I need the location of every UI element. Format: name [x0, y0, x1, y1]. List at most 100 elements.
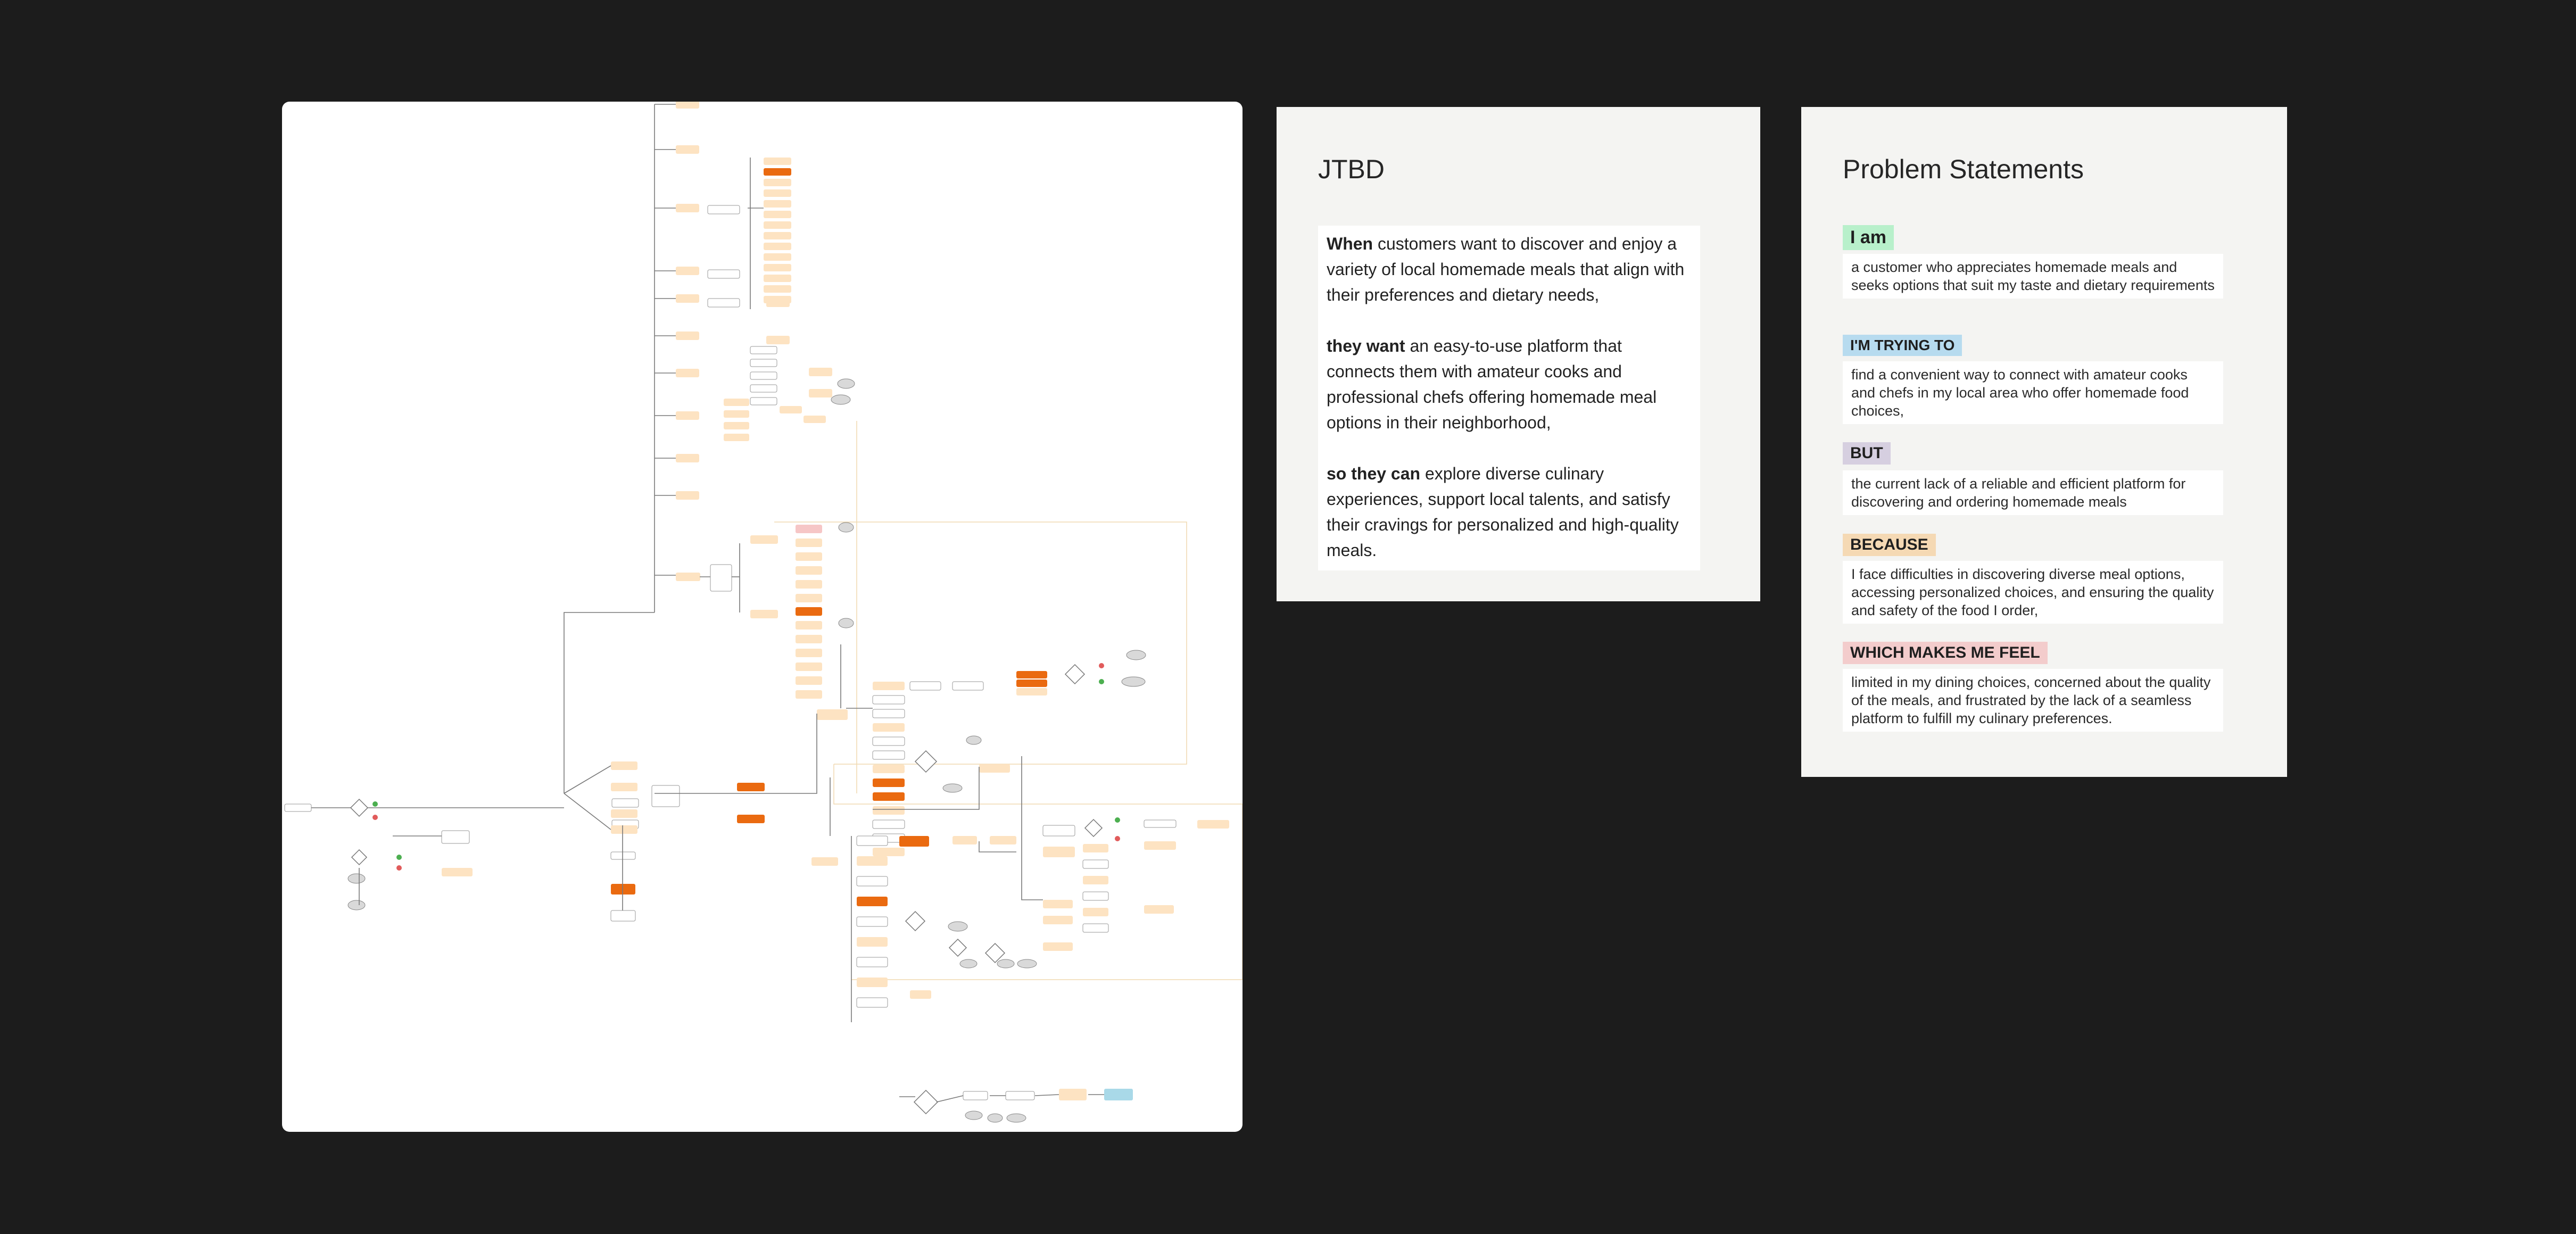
flow-node — [857, 856, 888, 866]
flow-node — [1144, 841, 1176, 850]
flow-decision — [905, 910, 926, 932]
flow-branch-dot — [1099, 679, 1104, 684]
flow-node — [724, 399, 749, 406]
flow-node — [442, 868, 473, 876]
statement-feel: limited in my dining choices, concerned … — [1843, 669, 2223, 732]
jtbd-when-text: customers want to discover and enjoy a v… — [1327, 234, 1685, 304]
flow-node — [856, 997, 888, 1008]
flow-boundary — [774, 521, 1187, 765]
flow-terminal — [965, 1111, 983, 1120]
flow-node — [737, 815, 765, 823]
flow-node — [676, 369, 699, 377]
flow-node — [724, 422, 749, 429]
jtbd-socan: so they can explore diverse culinary exp… — [1327, 461, 1692, 563]
flow-node — [764, 243, 791, 250]
jtbd-want-label: they want — [1327, 336, 1405, 355]
flow-terminal — [987, 1113, 1003, 1123]
flow-node — [804, 416, 826, 423]
flow-node — [796, 607, 822, 616]
flow-node — [1197, 820, 1229, 829]
flow-terminal — [838, 522, 854, 533]
flow-node — [809, 389, 832, 397]
flow-terminal — [1006, 1113, 1026, 1123]
flow-node — [737, 783, 765, 791]
flow-node — [857, 897, 888, 906]
tag-because: BECAUSE — [1843, 534, 1936, 556]
flow-node — [796, 690, 822, 699]
flow-node — [1083, 908, 1108, 916]
flow-node — [796, 552, 822, 561]
flow-branch-dot — [1099, 663, 1104, 668]
flow-node — [1043, 900, 1073, 908]
flow-node — [796, 621, 822, 630]
jtbd-statement-card: When customers want to discover and enjo… — [1318, 226, 1700, 570]
flow-node — [873, 723, 905, 732]
flow-node — [750, 359, 777, 367]
flow-node — [857, 978, 888, 987]
flow-node — [676, 411, 699, 420]
jtbd-when-label: When — [1327, 234, 1373, 253]
flow-node — [764, 158, 791, 165]
jtbd-socan-label: so they can — [1327, 464, 1421, 483]
flow-terminal — [948, 921, 968, 932]
flow-node — [676, 491, 699, 500]
flow-node — [872, 736, 905, 746]
flow-decision — [1064, 664, 1086, 685]
flow-decision — [984, 942, 1006, 964]
flow-connector — [936, 1095, 964, 1103]
flow-node — [873, 806, 905, 815]
flow-node — [856, 835, 888, 846]
flow-node — [676, 294, 699, 303]
flow-node — [796, 525, 822, 533]
flow-node — [1104, 1089, 1133, 1100]
flow-node — [676, 204, 699, 212]
flow-node — [1059, 1089, 1087, 1100]
flow-node — [1144, 905, 1174, 914]
flow-node — [817, 709, 848, 720]
flow-node — [750, 384, 777, 393]
flow-node — [796, 649, 822, 657]
flow-terminal — [942, 783, 963, 793]
flow-terminal — [831, 394, 851, 405]
flow-branch-dot — [396, 855, 402, 860]
flow-branch-dot — [372, 815, 378, 820]
flow-node — [979, 764, 1010, 773]
flow-node — [872, 695, 905, 705]
tag-but: BUT — [1843, 442, 1891, 465]
flow-node — [284, 804, 312, 812]
flow-node — [676, 332, 699, 340]
flow-node — [909, 681, 941, 691]
tag-trying-to: I'M TRYING TO — [1843, 335, 1962, 356]
flow-node — [796, 594, 822, 602]
flow-node — [910, 990, 931, 999]
flow-node — [1005, 1091, 1035, 1100]
flow-node — [764, 168, 791, 176]
flow-node — [676, 102, 699, 109]
flow-branch-dot — [396, 865, 402, 871]
flow-node — [610, 910, 636, 922]
flow-node — [764, 275, 791, 282]
flow-connector — [873, 767, 980, 810]
flow-node — [766, 336, 790, 344]
flow-node — [710, 564, 732, 592]
flow-node — [764, 253, 791, 261]
flow-connector — [1034, 1094, 1059, 1096]
flow-node — [1043, 847, 1075, 857]
flow-node — [1082, 859, 1109, 869]
flow-diagram-canvas — [284, 102, 1243, 1123]
flow-node — [707, 205, 740, 214]
flow-node — [952, 836, 977, 844]
flow-node — [764, 200, 791, 208]
flow-node — [610, 851, 636, 860]
flow-node — [796, 662, 822, 671]
flow-node — [1083, 844, 1108, 852]
problem-title: Problem Statements — [1843, 154, 2084, 184]
flow-node — [952, 681, 984, 691]
jtbd-panel: JTBD When customers want to discover and… — [1277, 107, 1760, 601]
flow-terminal — [997, 959, 1015, 968]
flow-node — [873, 848, 905, 856]
flow-node — [780, 406, 802, 413]
flow-connector — [564, 612, 655, 793]
flow-node — [764, 221, 791, 229]
flow-terminal — [966, 735, 982, 745]
